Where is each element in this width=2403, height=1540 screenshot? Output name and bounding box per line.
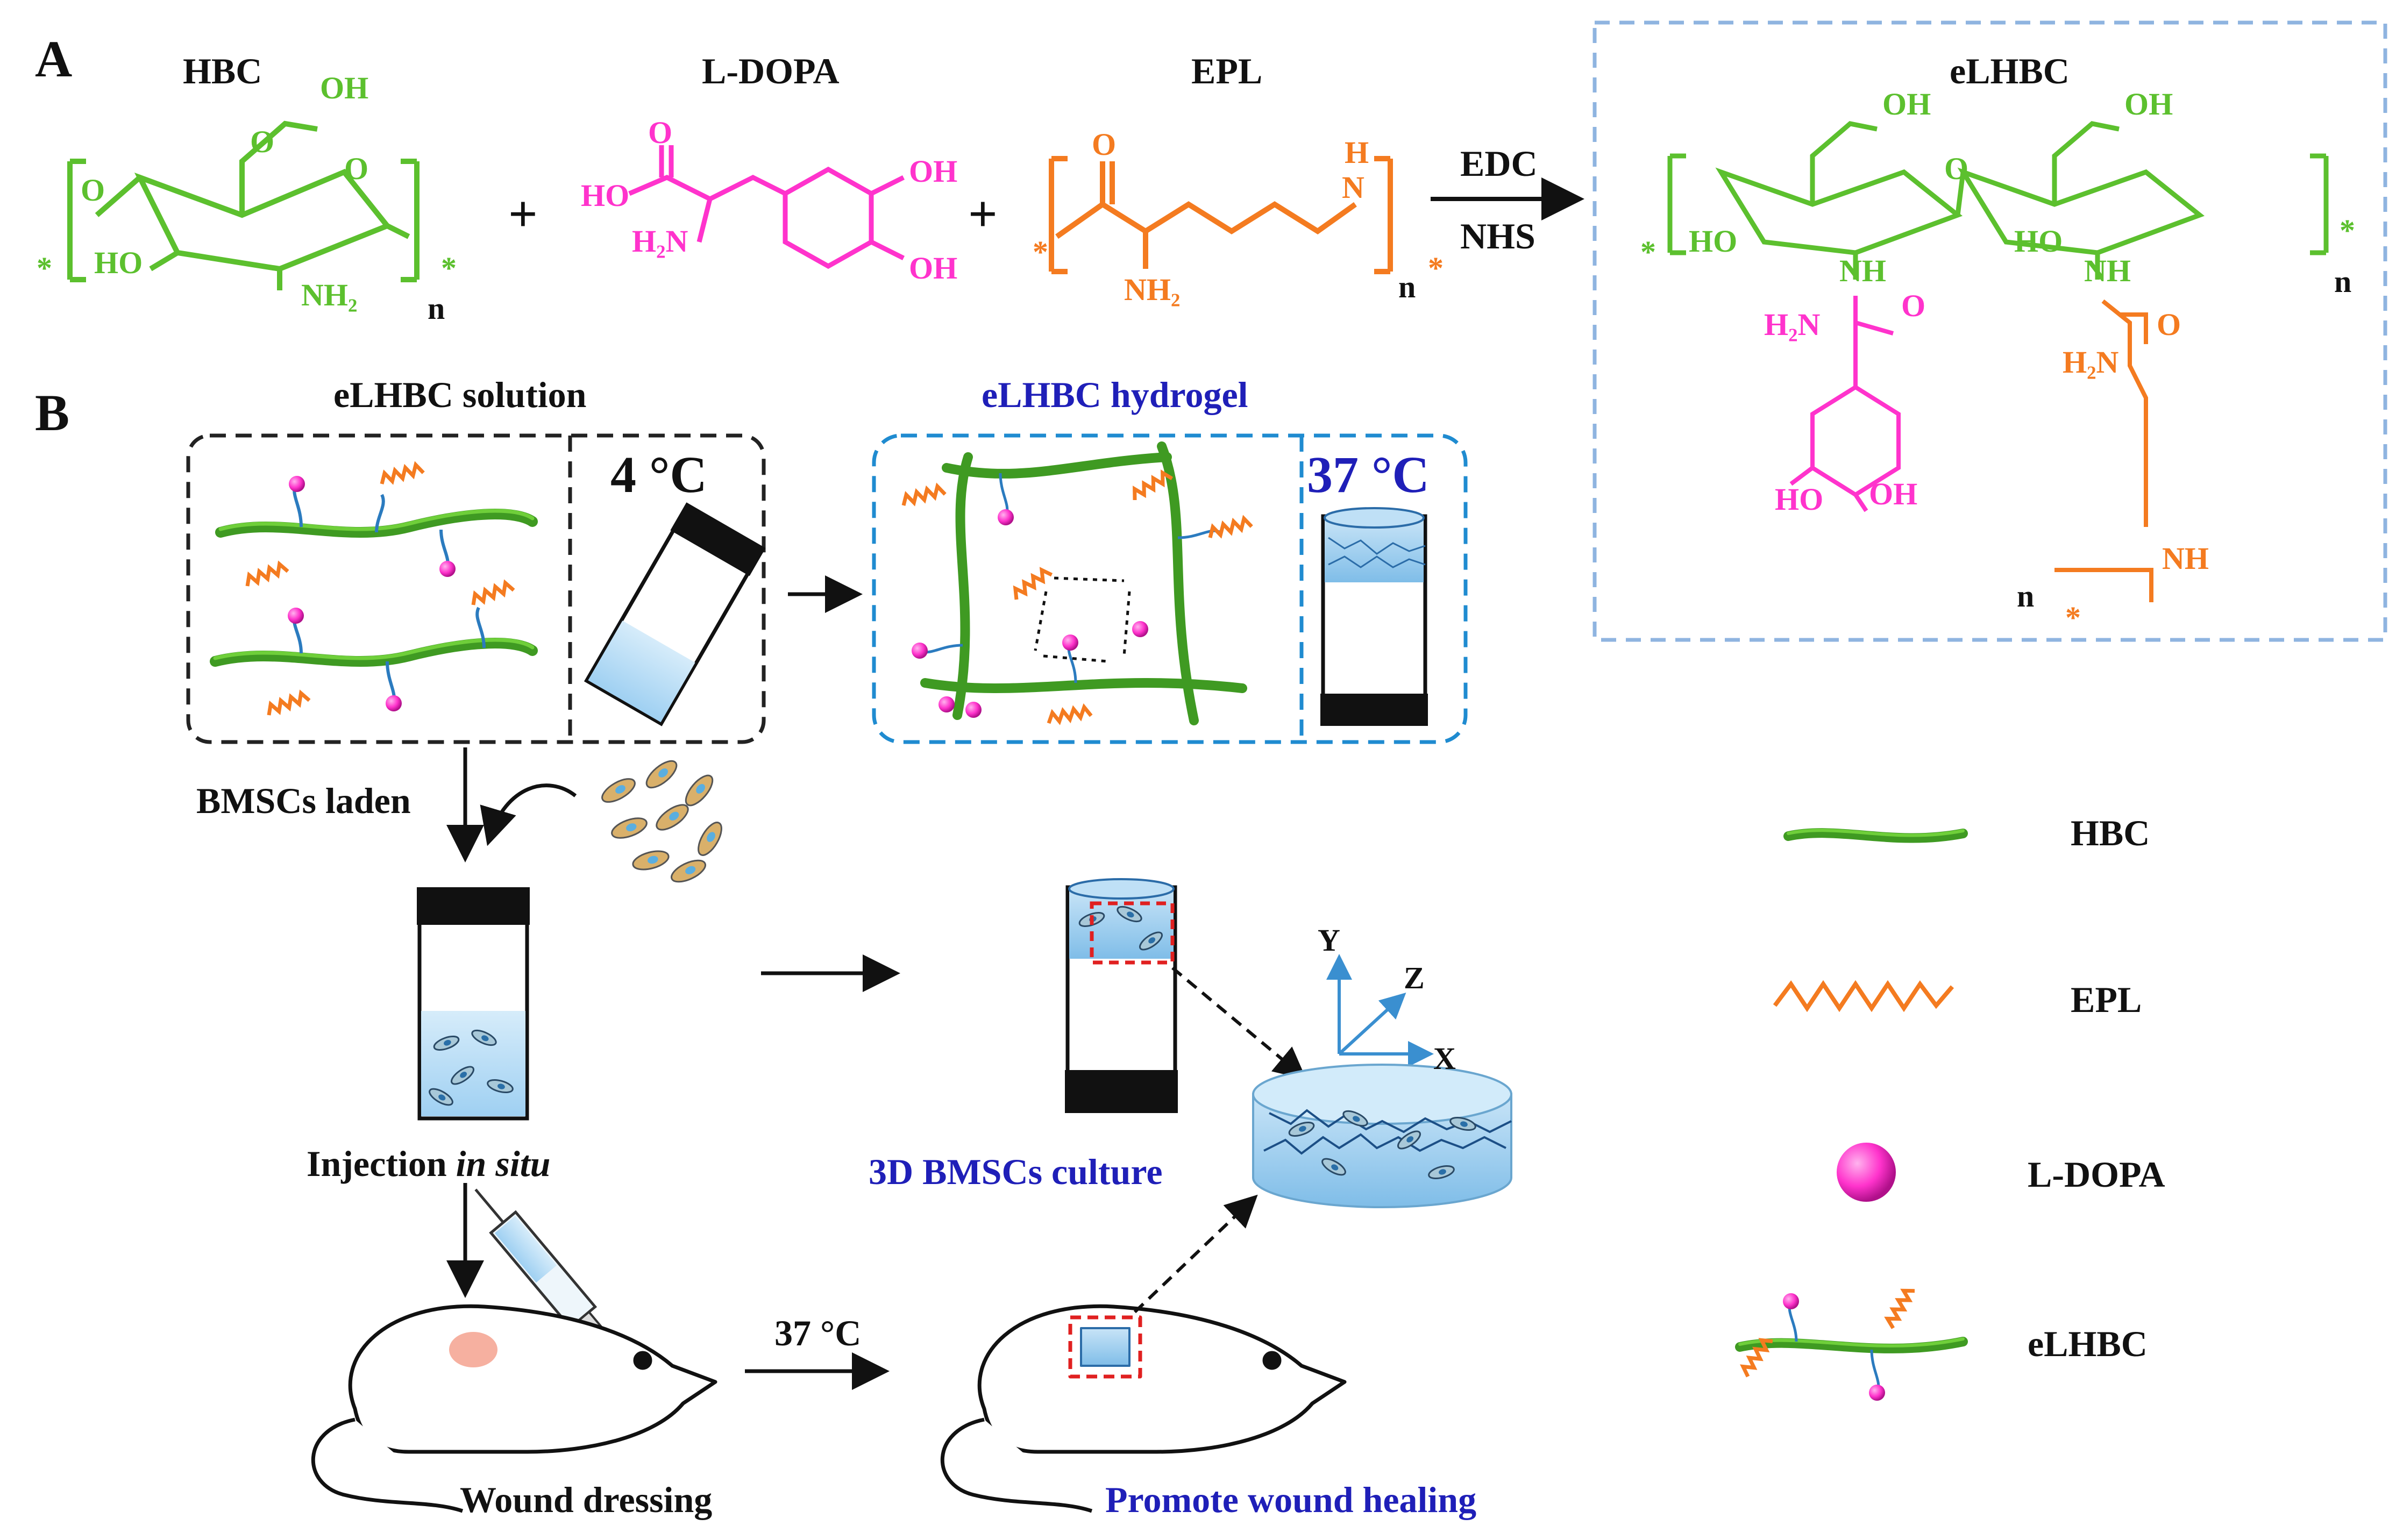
axis-z-label: Z	[1404, 960, 1425, 995]
gel-vial	[1320, 507, 1428, 726]
hydrogel-box	[872, 433, 1468, 744]
elhbc-o-label-orange: O	[2157, 307, 2181, 342]
elhbc-oh-label-pink: OH	[1869, 476, 1918, 511]
panel-label-a: A	[35, 30, 73, 88]
legend-label-elhbc: eLHBC	[2028, 1323, 2148, 1364]
rat-right	[940, 1304, 1347, 1513]
xyz-axes	[1326, 954, 1434, 1067]
solution-chains	[210, 509, 538, 667]
ldopa-ho-label: HO	[581, 178, 630, 213]
ldopa-title: L-DOPA	[702, 51, 840, 91]
wound-dressing-label: Wound dressing	[460, 1479, 713, 1520]
zoom-arrow-2	[1133, 1194, 1258, 1314]
elhbc-o-link: O	[1944, 151, 1969, 186]
elhbc-h2n-label-2: H₂N	[2063, 345, 2119, 380]
hydrogel-network	[920, 441, 1247, 725]
pink-sphere-icon	[1837, 1143, 1896, 1202]
transfer-temperature: 37 °C	[774, 1313, 862, 1353]
elhbc-nh-label-2: NH	[2084, 253, 2131, 288]
elhbc-h2n-label-1: H₂N	[1764, 307, 1821, 342]
green-chain-icon	[1783, 828, 1968, 843]
elhbc-star-left: *	[1640, 234, 1656, 269]
product-title: eLHBC	[1950, 51, 2070, 91]
elhbc-ho-label-1: HO	[1689, 224, 1738, 259]
cold-temperature: 4 °C	[610, 446, 707, 503]
hydrogel-title: eLHBC hydrogel	[982, 374, 1248, 415]
axis-x-label: X	[1433, 1041, 1456, 1076]
elhbc-structure	[1667, 121, 2329, 602]
elhbc-ho-label-pink: HO	[1775, 482, 1824, 517]
legend-label-epl: EPL	[2071, 979, 2142, 1020]
legend-symbols	[1735, 828, 1968, 1401]
epl-star-left: *	[1033, 234, 1048, 269]
modified-chain-icon	[1735, 1286, 1968, 1401]
elhbc-nh-label-1: NH	[1839, 253, 1886, 288]
elhbc-n-subscript: n	[2334, 264, 2352, 299]
product-box	[1592, 20, 2387, 642]
reagent-edc: EDC	[1460, 143, 1538, 184]
warm-temperature: 37 °C	[1307, 446, 1430, 503]
solution-title: eLHBC solution	[333, 374, 587, 415]
injection-prefix: Injection	[307, 1143, 456, 1184]
elhbc-oh-label-2: OH	[2124, 87, 2173, 122]
hbc-o-label-3: O	[81, 173, 105, 208]
elhbc-ho-label-2: HO	[2014, 224, 2063, 259]
hbc-title: HBC	[183, 51, 262, 91]
ldopa-oh-label-1: OH	[909, 154, 958, 189]
elhbc-o-label-pink: O	[1901, 288, 1926, 323]
hbc-o-label-2: O	[344, 151, 369, 186]
ldopa-o-label: O	[648, 115, 673, 150]
legend-label-hbc: HBC	[2071, 812, 2150, 853]
injection-in-situ: in situ	[456, 1143, 551, 1184]
epl-nh2-label: NH₂	[1124, 272, 1181, 307]
elhbc-star-bottom: *	[2065, 600, 2081, 635]
gel-disk-3d	[1252, 1064, 1512, 1208]
hbc-o-label-1: O	[250, 124, 275, 159]
plus-sign-2: +	[968, 185, 998, 243]
hbc-ho-label: HO	[94, 245, 143, 280]
epl-n-label: N	[1342, 170, 1364, 205]
bmscs-laden-label: BMSCs laden	[196, 780, 411, 821]
zoom-arrow-1	[1171, 966, 1307, 1080]
rat-left	[311, 1304, 717, 1513]
ldopa-structure	[628, 145, 905, 269]
hbc-n-subscript: n	[428, 291, 445, 326]
orange-coil-icon	[1773, 980, 1954, 1013]
hbc-star-right: *	[441, 251, 457, 286]
axis-y-label: Y	[1318, 923, 1340, 958]
epl-o-label: O	[1092, 127, 1117, 162]
hbc-structure	[67, 120, 420, 290]
cell-addition-arrow	[480, 783, 577, 846]
hbc-star-left: *	[37, 251, 52, 286]
reagent-nhs: NHS	[1460, 216, 1535, 256]
epl-star-right: *	[1428, 251, 1444, 286]
epl-structure	[1049, 156, 1393, 274]
cold-vial	[584, 502, 766, 726]
ldopa-oh-label-2: OH	[909, 251, 958, 286]
legend-label-ldopa: L-DOPA	[2028, 1154, 2165, 1195]
hbc-nh2-label: NH₂	[301, 277, 358, 312]
elhbc-star-right: *	[2340, 213, 2355, 248]
epl-h-label: H	[1345, 135, 1369, 170]
panel-a	[67, 20, 2387, 642]
promote-healing-label: Promote wound healing	[1105, 1479, 1477, 1520]
bmscs-cells	[598, 755, 727, 887]
panel-label-b: B	[35, 384, 70, 441]
plus-sign-1: +	[508, 185, 538, 243]
elhbc-n-subscript-2: n	[2017, 579, 2035, 614]
epl-n-subscript: n	[1398, 269, 1416, 304]
injection-label: Injection in situ	[307, 1145, 550, 1182]
hbc-oh-label: OH	[320, 70, 369, 105]
elhbc-oh-label-1: OH	[1882, 87, 1931, 122]
epl-title: EPL	[1191, 51, 1263, 91]
elhbc-nh-label-orange: NH	[2162, 541, 2209, 576]
solution-box	[186, 433, 766, 744]
injection-vial	[417, 887, 530, 1121]
culture-3d-label: 3D BMSCs culture	[869, 1151, 1163, 1192]
ldopa-h2n-label: H₂N	[632, 224, 688, 259]
culture-vial	[1065, 878, 1178, 1113]
